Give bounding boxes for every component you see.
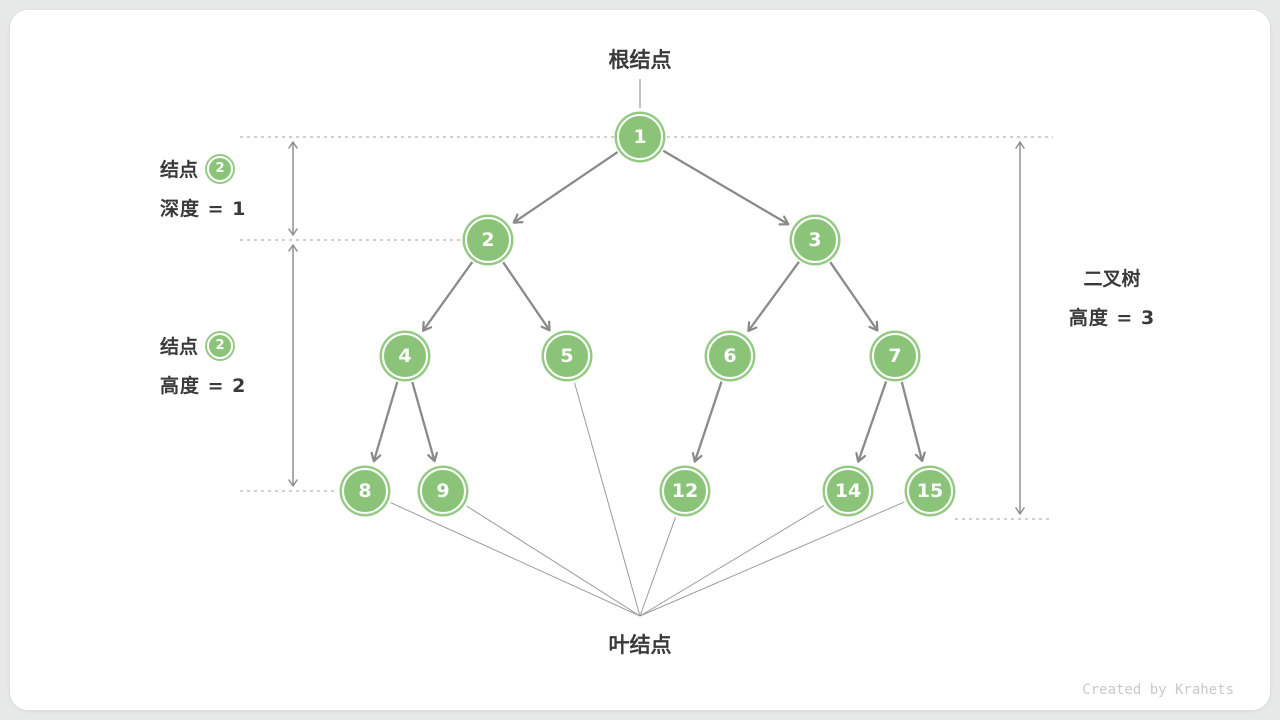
tree-node-1: 1 xyxy=(617,114,663,160)
node-2-badge-icon: 2 xyxy=(207,332,234,359)
leaf-node-label: 叶结点 xyxy=(608,633,672,657)
tree-node-6: 6 xyxy=(707,333,753,379)
node-2-badge-value: 2 xyxy=(215,161,225,176)
tree-height-annotation: 二叉树 高度 = 3 xyxy=(1050,264,1174,330)
tree-node-4: 4 xyxy=(382,333,428,379)
tree-node-15: 15 xyxy=(907,468,953,514)
tree-node-5: 5 xyxy=(544,333,590,379)
tree-node-12: 12 xyxy=(662,468,708,514)
node-height-value: 高度 = 2 xyxy=(160,375,247,397)
tree-node-9: 9 xyxy=(420,468,466,514)
node-depth-prefix-label: 结点 xyxy=(160,159,199,181)
node-height-annotation: 结点 2 高度 = 2 xyxy=(160,332,246,398)
root-node-label: 根结点 xyxy=(608,48,672,72)
tree-node-7: 7 xyxy=(872,333,918,379)
node-depth-annotation: 结点 2 深度 = 1 xyxy=(160,155,246,221)
watermark: Created by Krahets xyxy=(1082,682,1234,698)
tree-height-title: 二叉树 xyxy=(1083,268,1141,290)
node-2-badge-value: 2 xyxy=(215,338,225,353)
node-depth-value: 深度 = 1 xyxy=(160,198,247,220)
tree-height-value: 高度 = 3 xyxy=(1068,307,1156,329)
tree-node-14: 14 xyxy=(825,468,871,514)
tree-node-2: 2 xyxy=(465,217,511,263)
tree-node-8: 8 xyxy=(342,468,388,514)
node-2-badge-icon: 2 xyxy=(207,155,234,182)
tree-node-3: 3 xyxy=(792,217,838,263)
node-height-prefix-label: 结点 xyxy=(160,336,199,358)
